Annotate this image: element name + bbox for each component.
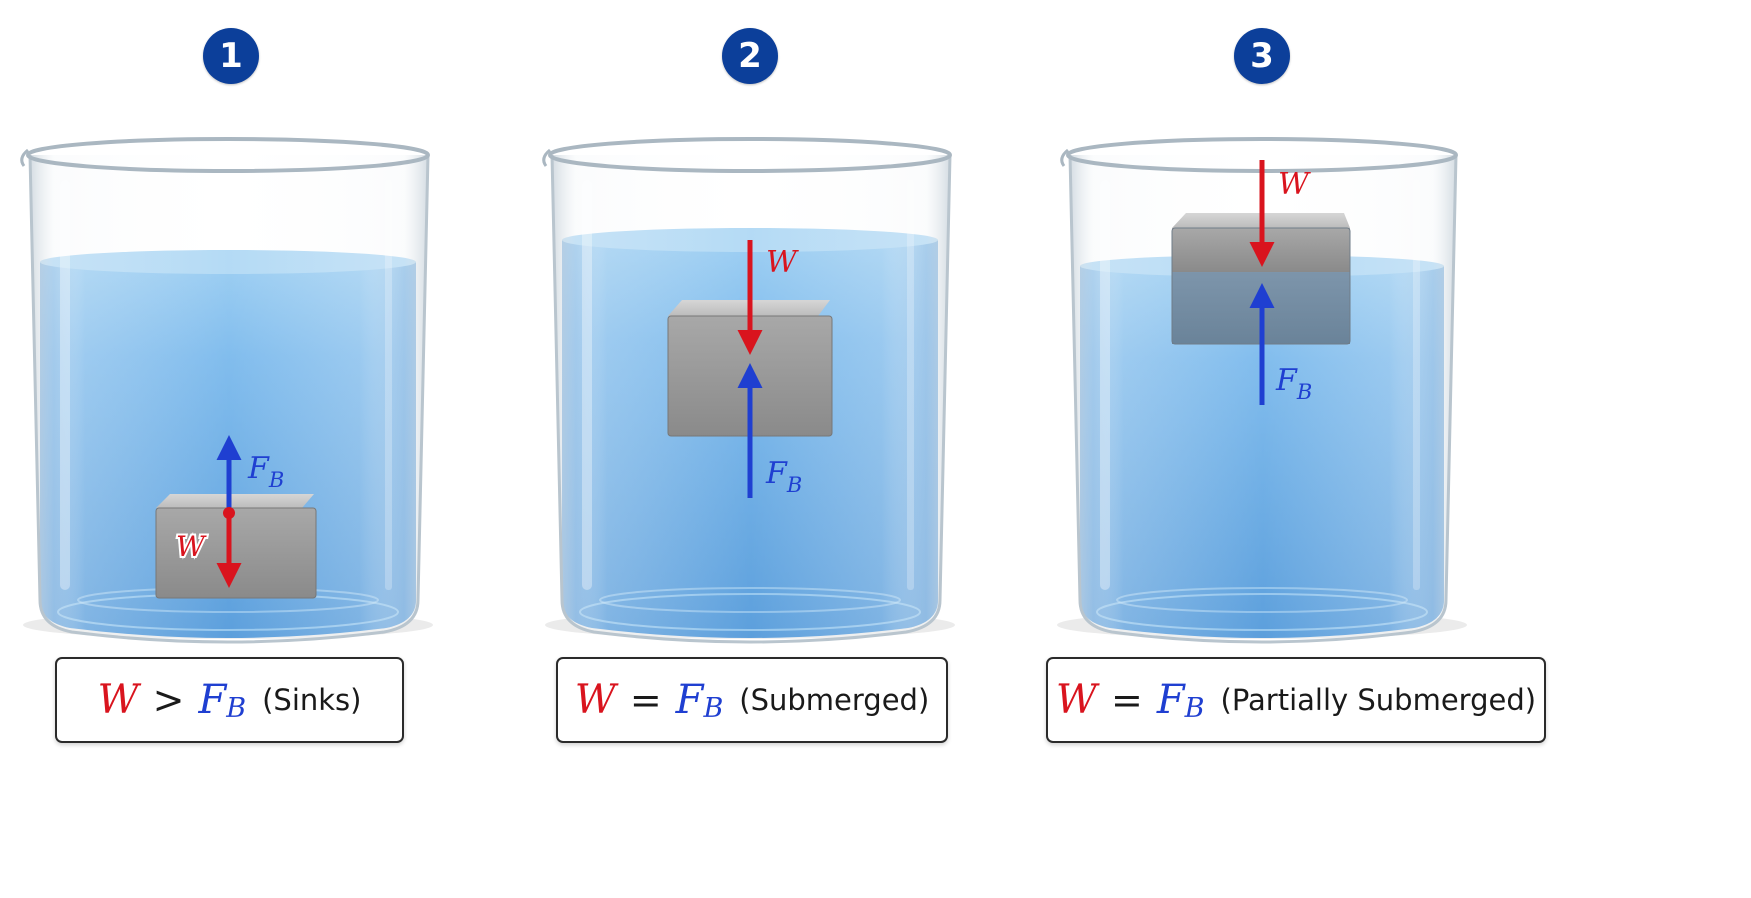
- step-badge-3: 3: [1234, 28, 1290, 84]
- caption-buoyant: F: [675, 677, 704, 723]
- fb-label-1: FB: [247, 451, 284, 492]
- fb-label-3: FB: [1275, 363, 1312, 404]
- caption-2: W = F B (Submerged): [556, 657, 948, 743]
- caption-1: W > F B (Sinks): [55, 657, 404, 743]
- w-label-2: W: [766, 245, 799, 280]
- beaker-3: W FB: [1057, 137, 1467, 644]
- caption-3: W = F B (Partially Submerged): [1046, 657, 1546, 743]
- caption-note: (Sinks): [262, 683, 362, 717]
- caption-buoyant: F: [1156, 677, 1185, 723]
- caption-buoyant-subscript: B: [226, 692, 247, 724]
- caption-note: (Partially Submerged): [1220, 683, 1537, 717]
- caption-operator: >: [152, 678, 185, 722]
- caption-weight: W: [97, 677, 139, 723]
- beaker-2: W FB: [542, 137, 955, 644]
- step-badge-2: 2: [722, 28, 778, 84]
- caption-operator: =: [1111, 678, 1143, 722]
- beaker-1: FB W: [20, 137, 433, 644]
- caption-weight: W: [1055, 677, 1098, 723]
- caption-weight: W: [574, 677, 616, 723]
- block-1: [155, 494, 317, 599]
- caption-buoyant-subscript: B: [703, 692, 724, 724]
- step-badge-1: 1: [203, 28, 259, 84]
- w-label-1: W: [176, 530, 207, 563]
- caption-buoyant-subscript: B: [1184, 692, 1205, 724]
- caption-operator: =: [629, 678, 662, 722]
- fb-label-2: FB: [765, 456, 802, 497]
- w-label-3: W: [1278, 167, 1311, 202]
- caption-buoyant: F: [198, 677, 227, 723]
- caption-note: (Submerged): [739, 683, 930, 717]
